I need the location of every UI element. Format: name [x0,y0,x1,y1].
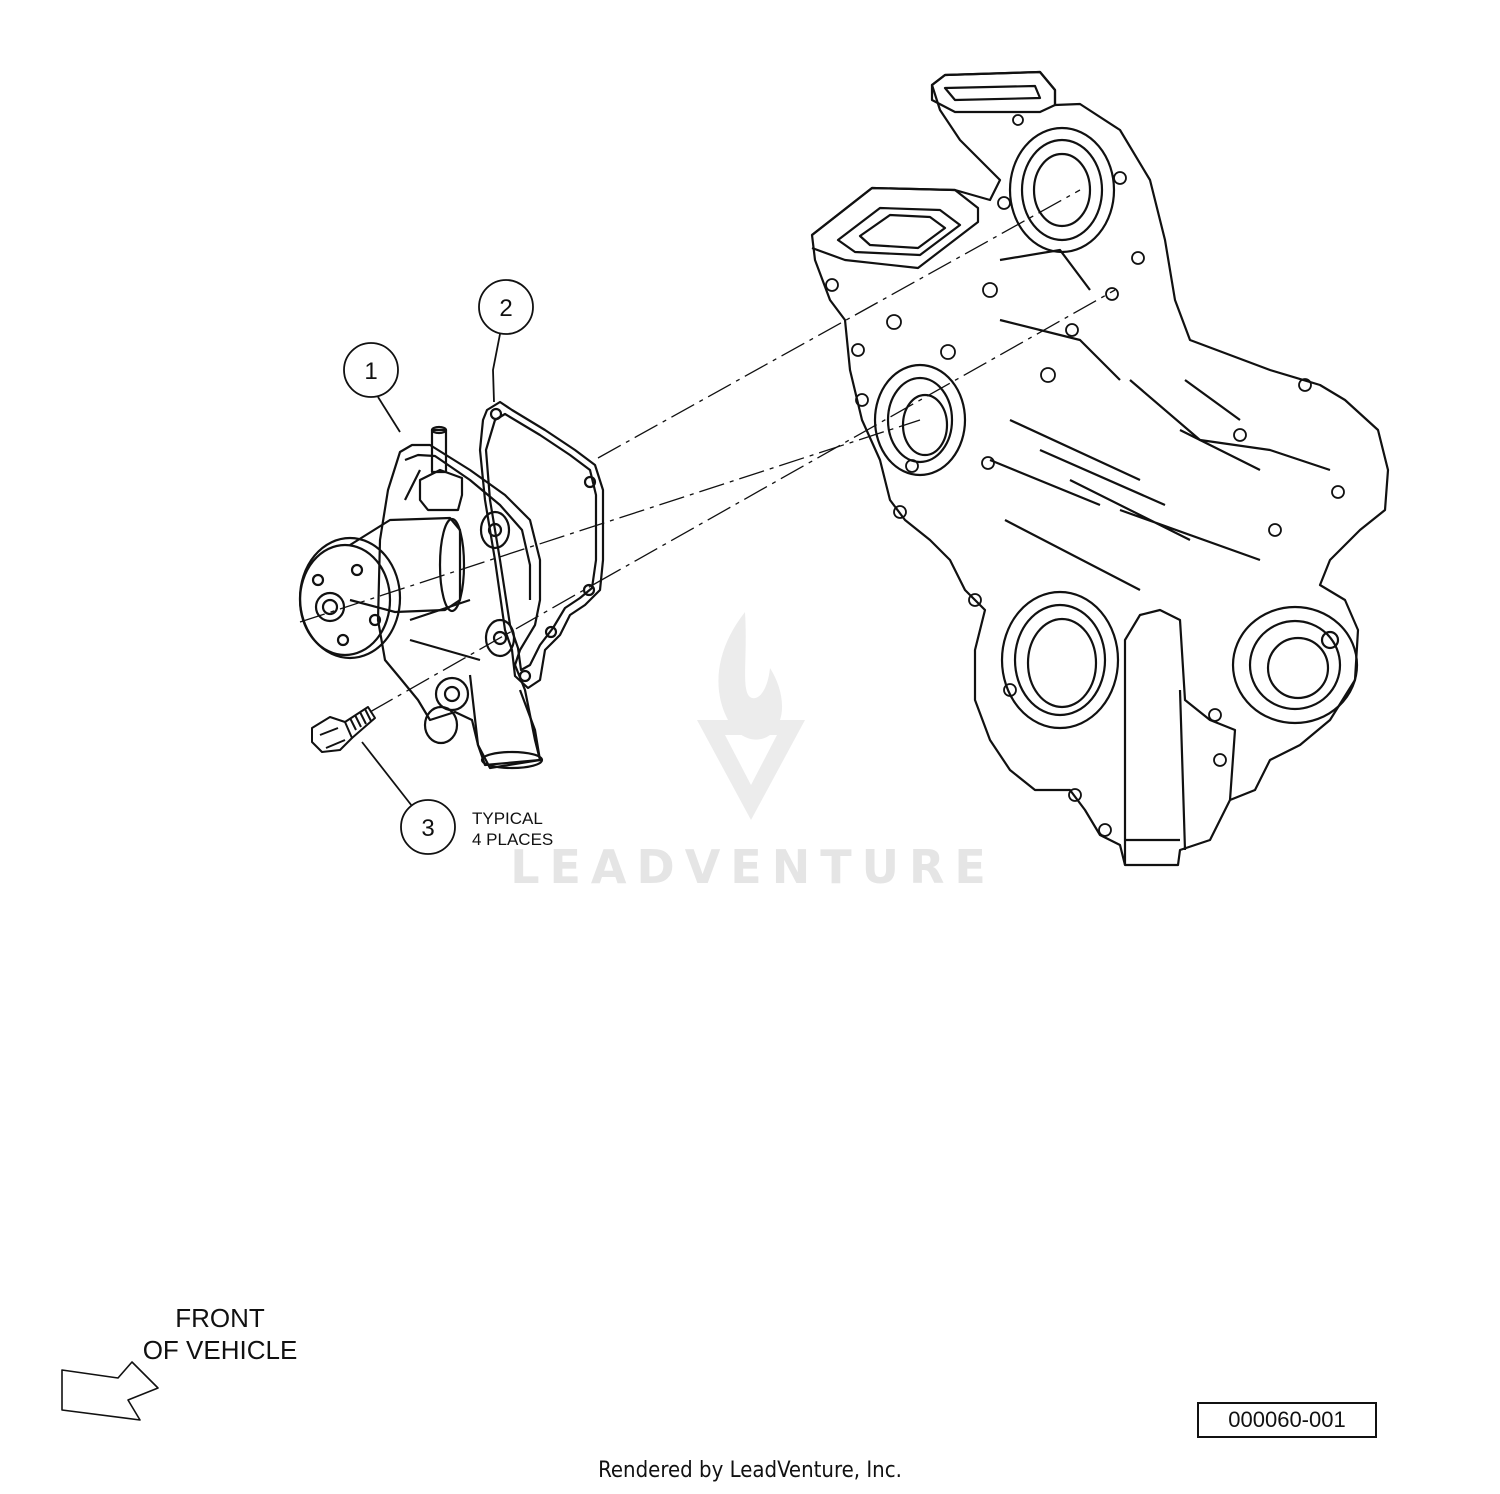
callout-label-1: 3 [421,815,434,842]
water-pump-gasket [478,400,605,690]
diagram-reference-number: 000060-001 [1197,1402,1377,1438]
front-label-line2: OF VEHICLE [142,1335,298,1365]
watermark-text: LEADVENTURE [510,840,996,894]
callout-label-2: 2 [499,295,512,322]
front-of-vehicle-label: FRONT OF VEHICLE [120,1302,320,1366]
rendered-by-footer: Rendered by LeadVenture, Inc. [598,1458,902,1483]
leader-line-2 [492,333,501,403]
callout-circle-3 [343,342,399,398]
alignment-centerlines [299,189,1116,713]
typical-note-line2: 4 PLACES [472,830,554,849]
water-pump [298,425,544,770]
engine-front-cover [810,70,1390,867]
front-label-line1: FRONT [175,1303,265,1333]
leader-line-1 [361,741,413,807]
front-direction-arrow-icon [61,1361,159,1421]
typical-note-line1: TYPICAL [472,809,543,828]
callout-bubbles [343,279,534,855]
watermark-logo [697,612,805,820]
cap-screw [311,706,376,753]
callout-label-3: 1 [364,358,377,385]
leader-line-3 [377,396,401,433]
callout-circle-2 [478,279,534,335]
typical-note: TYPICAL 4 PLACES [472,808,553,850]
callout-circle-1 [400,799,456,855]
